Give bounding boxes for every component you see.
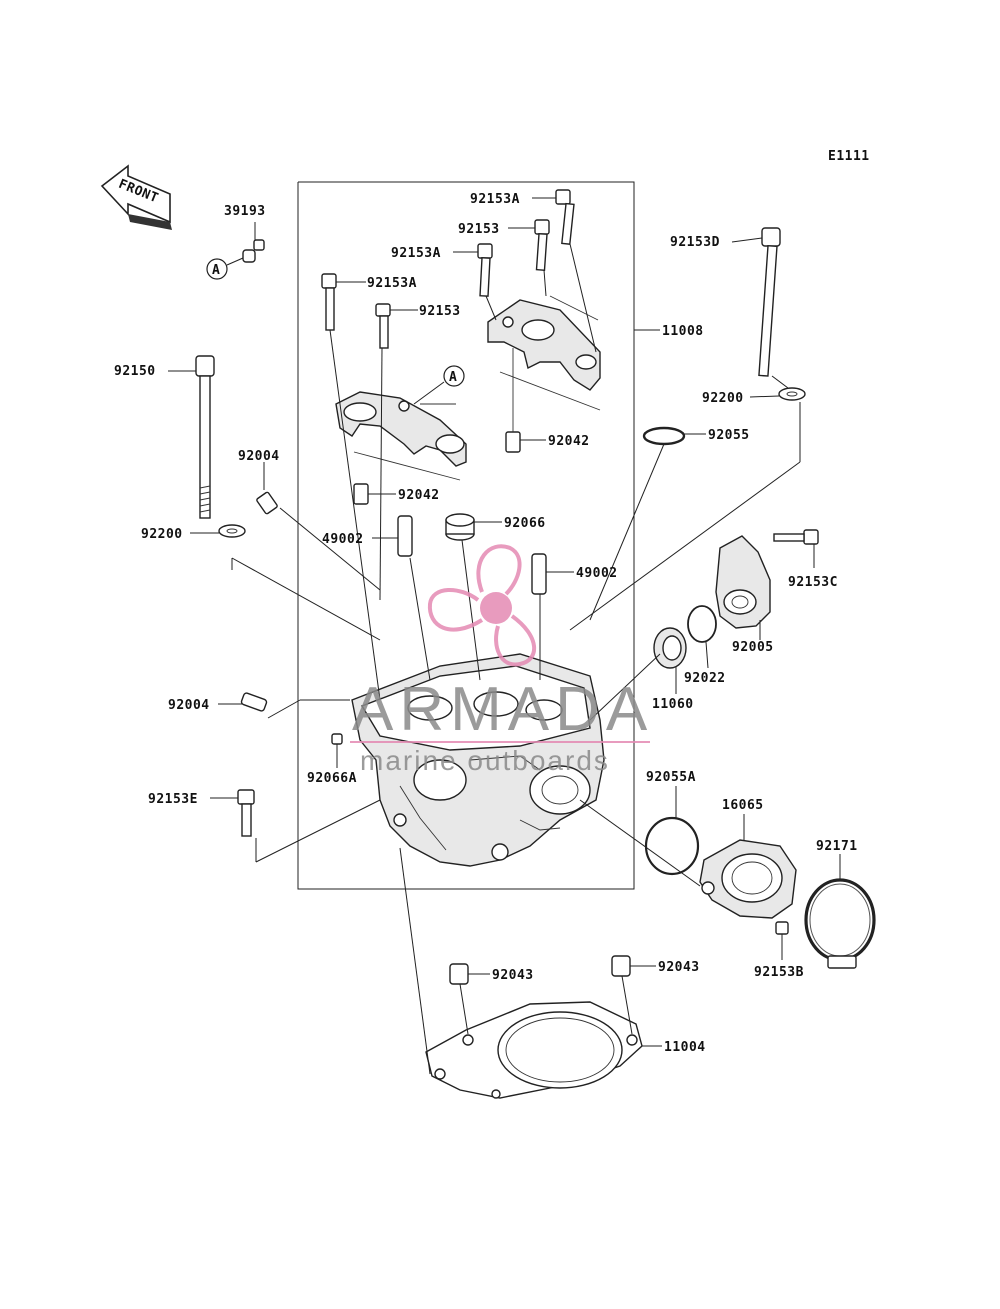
- bolt-92150: [168, 355, 215, 519]
- label-11004: 11004: [664, 1040, 706, 1055]
- label-92153C: 92153C: [788, 575, 838, 590]
- pipe-16065: [699, 814, 797, 919]
- label-92150: 92150: [114, 364, 156, 379]
- ref-a-mark-mid: A: [413, 365, 465, 405]
- guide-49002-right: [531, 553, 574, 595]
- label-92153A-top: 92153A: [470, 192, 520, 207]
- o-ring-92055: [642, 426, 706, 446]
- plug-92066A: [331, 733, 343, 768]
- label-92042-left: 92042: [398, 488, 440, 503]
- guide-49002-left: [372, 515, 413, 557]
- bolt-92153A-top: [532, 189, 575, 245]
- dowel-92042-right: [505, 348, 546, 453]
- dowel-92043-left: [449, 963, 490, 985]
- label-11008: 11008: [662, 324, 704, 339]
- bolt-92153-left: [375, 303, 418, 349]
- svg-text:A: A: [212, 263, 220, 278]
- washer-92200-left: [190, 524, 246, 538]
- label-92022: 92022: [684, 671, 726, 686]
- bolt-92153B: [775, 921, 789, 960]
- dowel-92042-left: [353, 483, 396, 505]
- watermark-tagline: marine outboards: [360, 745, 610, 776]
- ref-a-mark-top: A: [206, 257, 244, 280]
- bolt-92153-top: [508, 219, 550, 271]
- label-92153-left: 92153: [419, 304, 461, 319]
- leader-lines: [231, 243, 801, 1075]
- watermark-logo: ARMADA marine outboards: [350, 544, 653, 776]
- diagram-code: E1111: [828, 149, 870, 164]
- bolt-92153D: [731, 227, 781, 377]
- label-92200-left: 92200: [141, 527, 183, 542]
- label-92043-right: 92043: [658, 960, 700, 975]
- label-92066: 92066: [504, 516, 546, 531]
- assembly-outline: [297, 181, 635, 890]
- label-92042-right: 92042: [548, 434, 590, 449]
- label-92004-bottom: 92004: [168, 698, 210, 713]
- cam-cap-right: [487, 295, 601, 411]
- label-92153A-left: 92153A: [367, 276, 417, 291]
- svg-text:A: A: [449, 370, 457, 385]
- label-11060: 11060: [652, 697, 694, 712]
- label-92153B: 92153B: [754, 965, 804, 980]
- washer-92200-right: [749, 387, 806, 401]
- label-49002-right: 49002: [576, 566, 618, 581]
- dowel-92043-right: [611, 955, 656, 977]
- label-92153E: 92153E: [148, 792, 198, 807]
- label-92055: 92055: [708, 428, 750, 443]
- front-arrow-icon: FRONT: [100, 164, 172, 230]
- label-92004-top: 92004: [238, 449, 280, 464]
- label-92055A: 92055A: [646, 770, 696, 785]
- cylinder-head: [351, 653, 605, 867]
- watermark-brand: ARMADA: [352, 675, 653, 744]
- propeller-icon: [427, 544, 537, 667]
- part-labels: 39193 92153A 92153 92153A 92153A 92153 1…: [114, 192, 858, 1055]
- plug-92004-top: [256, 462, 278, 515]
- cap-92066: [445, 513, 502, 541]
- label-92066A: 92066A: [307, 771, 357, 786]
- gasket-11004: [425, 1001, 662, 1099]
- o-ring-92055A: [644, 786, 700, 876]
- label-92005: 92005: [732, 640, 774, 655]
- bolt-92153C: [773, 529, 819, 568]
- label-92043-left: 92043: [492, 968, 534, 983]
- label-39193: 39193: [224, 204, 266, 219]
- label-92200-right: 92200: [702, 391, 744, 406]
- label-92153A-mid: 92153A: [391, 246, 441, 261]
- housing-92005: [715, 535, 771, 640]
- bolt-92153E: [210, 789, 255, 837]
- label-49002-left: 49002: [322, 532, 364, 547]
- o-ring-92022: [687, 605, 717, 669]
- label-92153-top: 92153: [458, 222, 500, 237]
- label-92153D: 92153D: [670, 235, 720, 250]
- label-92171: 92171: [816, 839, 858, 854]
- label-16065: 16065: [722, 798, 764, 813]
- plug-92004-bottom: [218, 692, 268, 712]
- seal-11060: [653, 627, 687, 694]
- part-39193: [242, 222, 265, 263]
- cam-cap-left: [335, 391, 467, 481]
- bolt-92153A-left: [321, 273, 366, 331]
- clamp-92171: [804, 854, 876, 969]
- bolt-92153A-mid: [453, 243, 493, 297]
